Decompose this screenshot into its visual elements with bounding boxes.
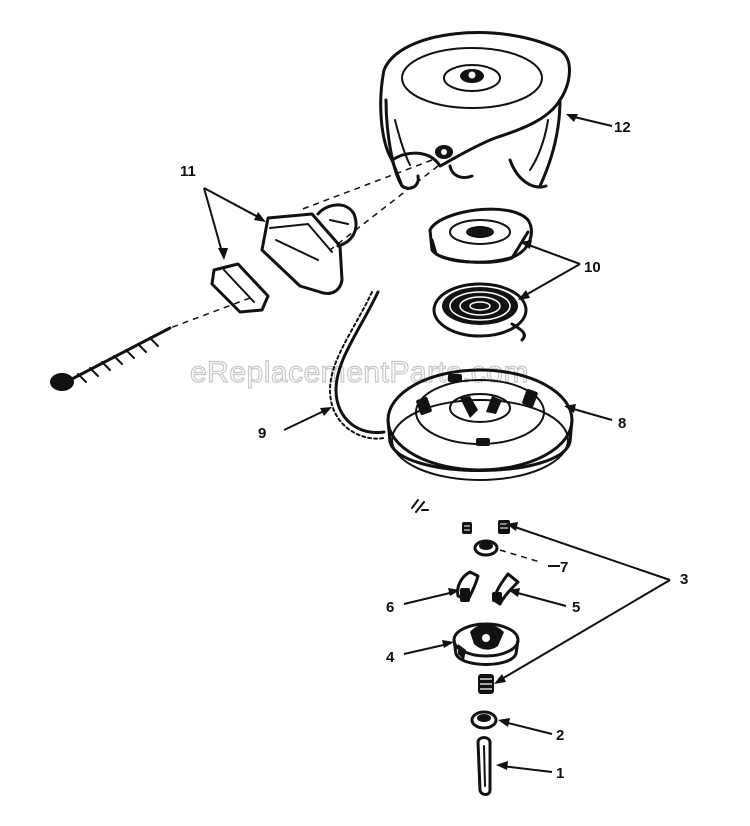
part-pulley xyxy=(386,368,574,481)
watermark: eReplacementParts.com xyxy=(190,356,529,389)
label-6: 6 xyxy=(386,599,394,616)
part-retainer-washer xyxy=(473,539,499,557)
label-9: 9 xyxy=(258,425,266,442)
rope-end-bolt xyxy=(50,326,172,391)
label-11: 11 xyxy=(180,163,196,180)
label-5: 5 xyxy=(572,599,580,616)
part-spring xyxy=(432,282,528,342)
part-handle xyxy=(260,203,358,295)
part-handle-insert xyxy=(210,262,270,314)
label-2: 2 xyxy=(556,727,564,744)
label-1: 1 xyxy=(556,765,564,782)
label-12: 12 xyxy=(614,119,631,136)
part-keeper xyxy=(428,207,533,264)
part-rope xyxy=(328,290,386,440)
part-housing xyxy=(379,31,571,190)
label-7: 7 xyxy=(560,559,568,576)
small-mark xyxy=(411,499,429,513)
part-washer xyxy=(470,710,498,730)
part-spring-top-left xyxy=(462,522,472,534)
label-3: 3 xyxy=(680,571,688,588)
leader-lines xyxy=(203,114,671,773)
part-dog-right xyxy=(492,572,520,606)
label-8: 8 xyxy=(618,415,626,432)
part-dog-retainer xyxy=(452,622,520,666)
label-4: 4 xyxy=(386,649,395,666)
part-pin xyxy=(476,736,492,796)
part-spring-top-right xyxy=(498,520,510,534)
label-10: 10 xyxy=(584,259,601,276)
part-spring-lower xyxy=(478,674,494,694)
part-dog-left xyxy=(456,570,480,602)
